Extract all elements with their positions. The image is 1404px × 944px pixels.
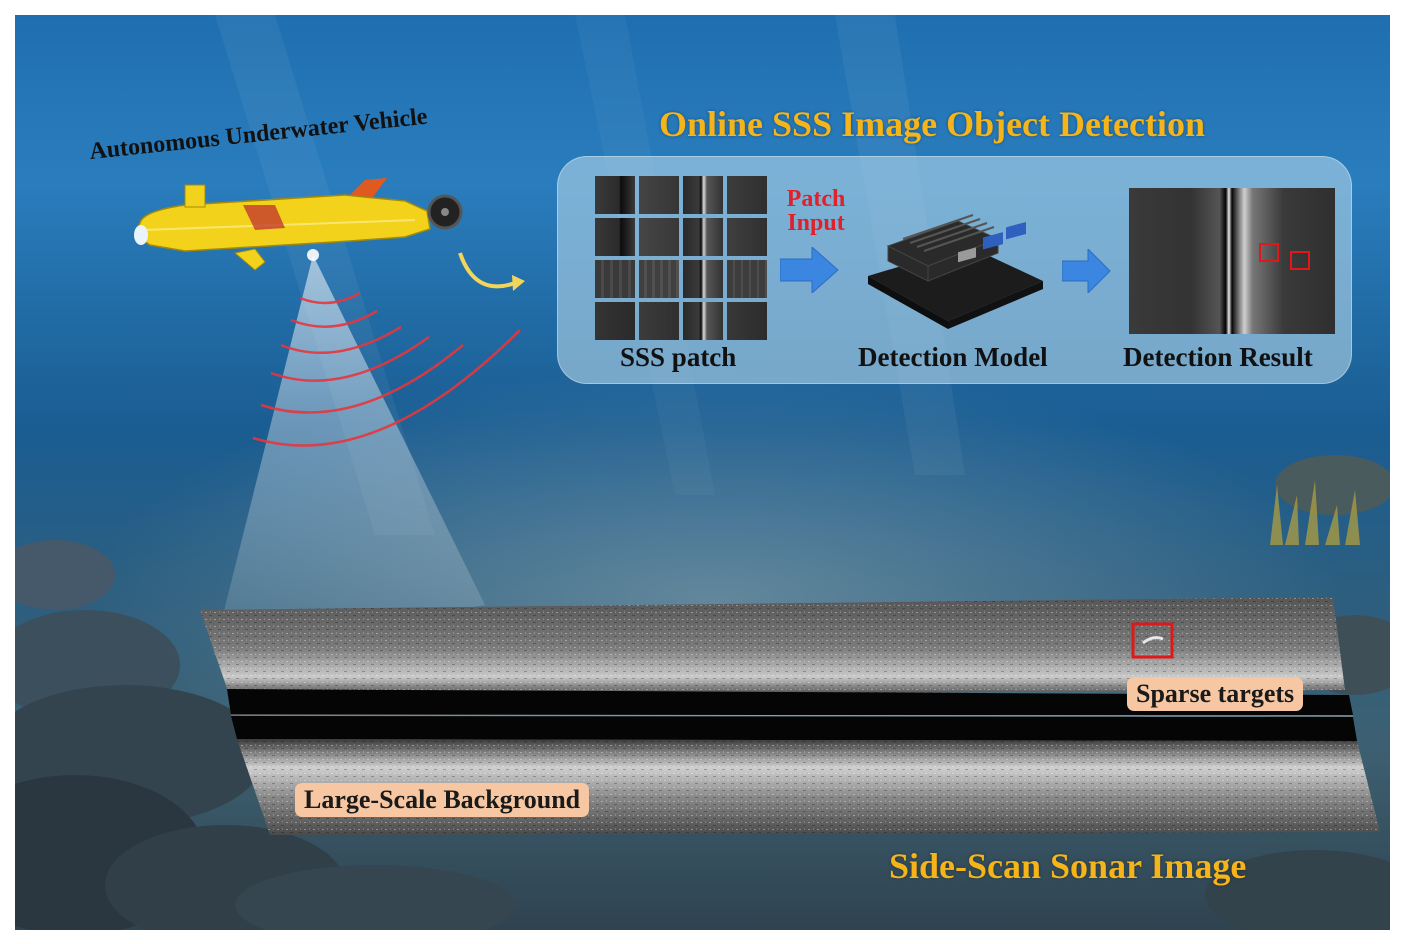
sonar-title: Side-Scan Sonar Image	[889, 846, 1247, 886]
sss-patch-tile	[727, 218, 767, 256]
sonar-beam	[213, 255, 485, 655]
sss-patch-tile	[595, 176, 635, 214]
sss-patch-tile	[639, 302, 679, 340]
patch-input-line1: Patch	[786, 186, 846, 212]
curved-arrow-icon	[458, 252, 516, 289]
sparse-target-box	[1131, 622, 1174, 659]
sss-patch-tile	[683, 218, 723, 256]
sss-patch-tile	[639, 176, 679, 214]
sss-patch-tile	[727, 302, 767, 340]
sss-patch-tile	[639, 260, 679, 298]
detection-model-label: Detection Model	[858, 342, 1048, 372]
sss-patch-tile	[683, 260, 723, 298]
large-scale-background-tag: Large-Scale Background	[295, 783, 590, 817]
sss-patch-tile	[595, 302, 635, 340]
sss-patch-tile	[683, 176, 723, 214]
arrow-right-icon	[1062, 249, 1111, 293]
sparse-targets-tag: Sparse targets	[1127, 677, 1304, 711]
arrow-right-icon	[780, 247, 839, 293]
detection-result-image	[1129, 188, 1335, 334]
patch-input-label: Patch Input	[776, 187, 856, 235]
jetson-board-icon	[868, 214, 1043, 329]
sss-patch-label: SSS patch	[620, 342, 737, 372]
detection-box	[1290, 251, 1310, 270]
patch-input-line2: Input	[787, 210, 845, 236]
panel-title: Online SSS Image Object Detection	[659, 104, 1205, 144]
diagram-canvas: Autonomous Underwater Vehicle Online SSS…	[15, 15, 1390, 930]
sss-patch-tile	[727, 176, 767, 214]
detection-panel: SSS patch Patch Input	[557, 156, 1352, 384]
sonar-wave-icon	[252, 291, 521, 447]
detection-box	[1259, 243, 1279, 262]
auv-icon	[134, 178, 463, 271]
sss-patch-tile	[595, 260, 635, 298]
sss-patch-grid	[595, 176, 767, 342]
detection-result-label: Detection Result	[1123, 342, 1313, 372]
sss-patch-tile	[595, 218, 635, 256]
sss-patch-tile	[639, 218, 679, 256]
sss-patch-tile	[727, 260, 767, 298]
sss-patch-tile	[683, 302, 723, 340]
